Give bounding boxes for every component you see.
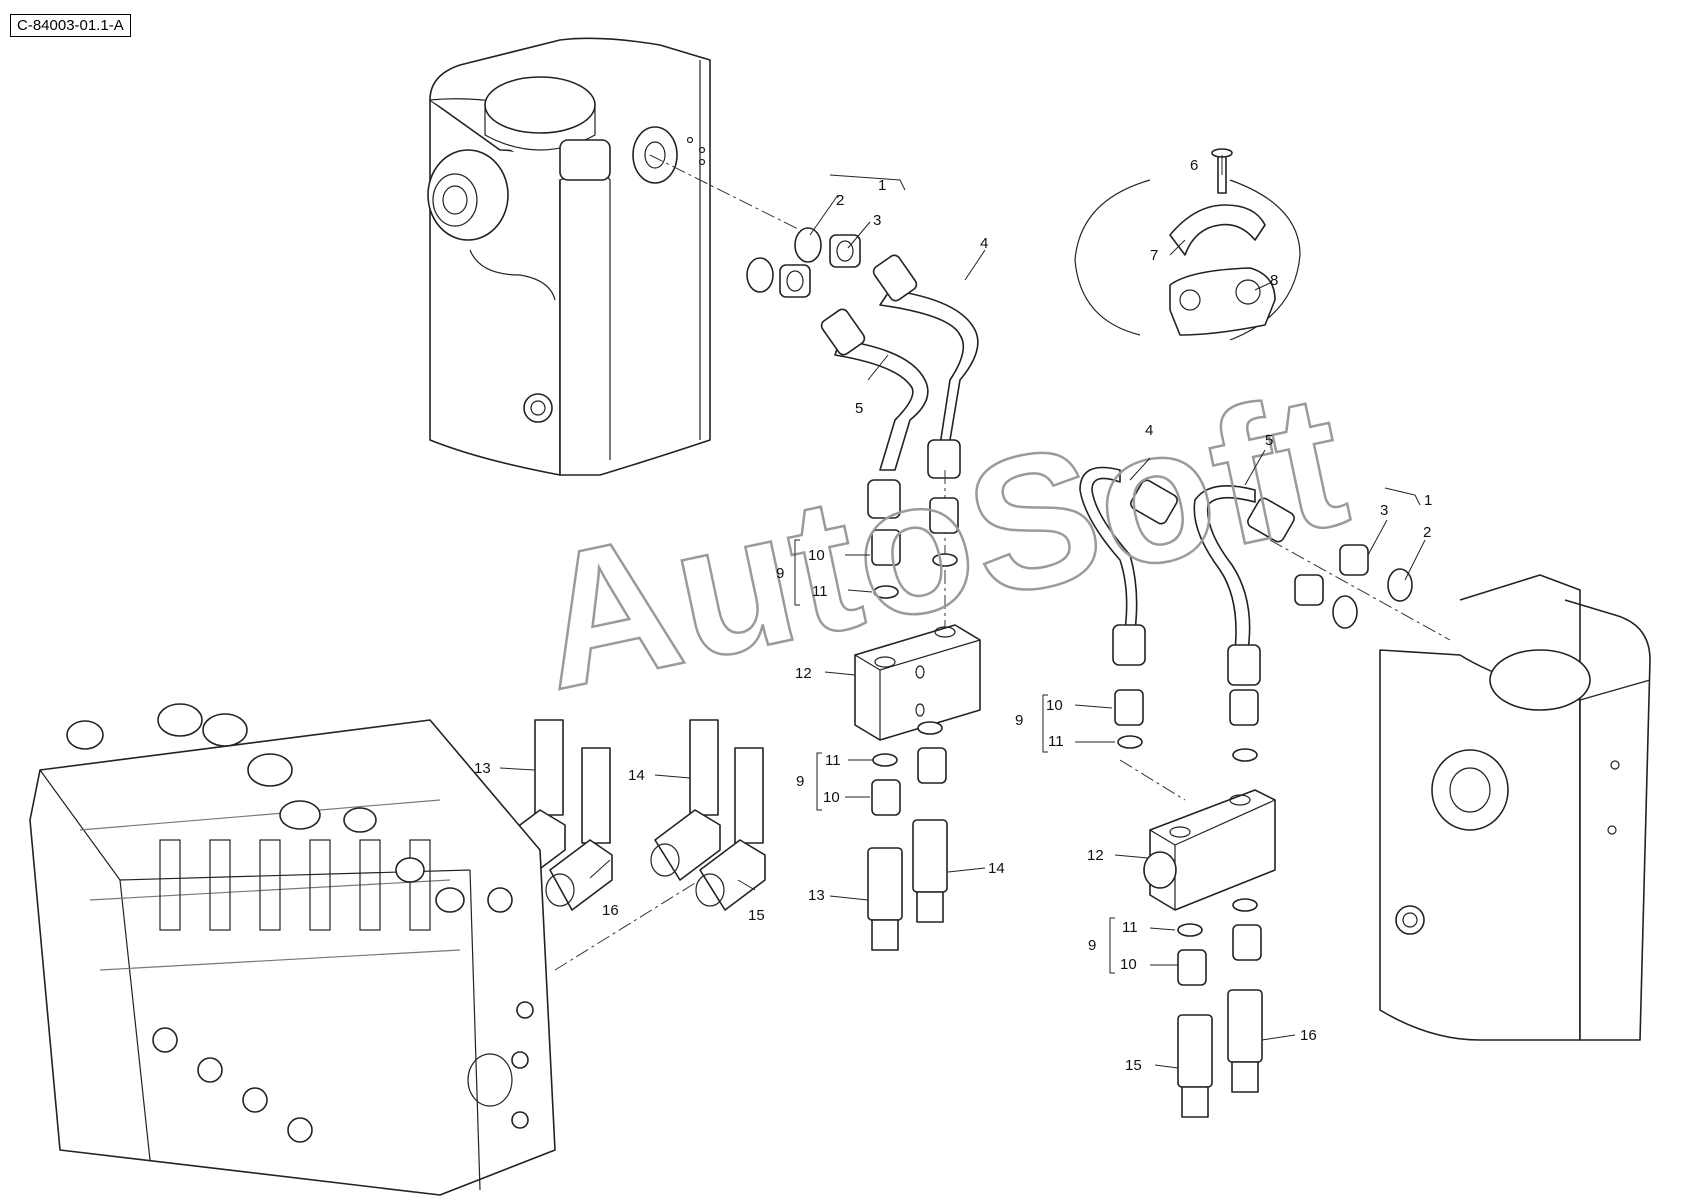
callout-4-b: 4 bbox=[1145, 422, 1153, 439]
callout-9-d: 9 bbox=[1088, 937, 1096, 954]
callout-labels: 1 2 3 4 5 6 7 8 9 10 11 12 13 14 16 15 1… bbox=[474, 157, 1432, 1074]
callout-11-d: 11 bbox=[1122, 919, 1138, 936]
callout-10-c: 10 bbox=[1046, 697, 1063, 714]
upper-column-bracket bbox=[427, 37, 711, 476]
callout-13: 13 bbox=[474, 760, 491, 777]
callout-4: 4 bbox=[980, 235, 988, 252]
callout-11-c: 11 bbox=[1048, 733, 1064, 750]
callout-14-b: 14 bbox=[988, 860, 1005, 877]
upper-pipes bbox=[820, 254, 979, 519]
callout-6: 6 bbox=[1190, 157, 1198, 174]
callout-12-b: 12 bbox=[1087, 847, 1104, 864]
callout-15-b: 15 bbox=[1125, 1057, 1142, 1074]
right-fittings bbox=[1269, 539, 1451, 641]
control-valve-bank bbox=[29, 703, 701, 1196]
callout-1-b: 1 bbox=[1424, 492, 1432, 509]
callout-5: 5 bbox=[855, 400, 863, 417]
callout-2: 2 bbox=[836, 192, 844, 209]
callout-7: 7 bbox=[1150, 247, 1158, 264]
clamp-detail-circle bbox=[1074, 148, 1301, 341]
callout-10-d: 10 bbox=[1120, 956, 1137, 973]
lower-column-bracket bbox=[1379, 574, 1651, 1041]
callout-15: 15 bbox=[748, 907, 765, 924]
callout-9: 9 bbox=[776, 565, 784, 582]
callout-10: 10 bbox=[808, 547, 825, 564]
right-pipes bbox=[1079, 466, 1295, 686]
callout-12: 12 bbox=[795, 665, 812, 682]
callout-9-b: 9 bbox=[796, 773, 804, 790]
callout-11: 11 bbox=[812, 583, 828, 600]
callout-8: 8 bbox=[1270, 272, 1278, 289]
callout-9-c: 9 bbox=[1015, 712, 1023, 729]
upper-fittings bbox=[649, 154, 861, 298]
leader-lines bbox=[499, 155, 1426, 1069]
callout-14: 14 bbox=[628, 767, 645, 784]
callout-13-b: 13 bbox=[808, 887, 825, 904]
left-valve-block-column bbox=[854, 470, 981, 951]
callout-16-b: 16 bbox=[1300, 1027, 1317, 1044]
callout-3: 3 bbox=[873, 212, 881, 229]
callout-1: 1 bbox=[878, 177, 886, 194]
callout-11-b: 11 bbox=[825, 752, 841, 769]
callout-16: 16 bbox=[602, 902, 619, 919]
callout-3-b: 3 bbox=[1380, 502, 1388, 519]
right-valve-block-column bbox=[1114, 689, 1276, 1118]
diagram-reference-code: C-84003-01.1-A bbox=[10, 14, 131, 37]
callout-5-b: 5 bbox=[1265, 432, 1273, 449]
callout-2-b: 2 bbox=[1423, 524, 1431, 541]
callout-10-b: 10 bbox=[823, 789, 840, 806]
